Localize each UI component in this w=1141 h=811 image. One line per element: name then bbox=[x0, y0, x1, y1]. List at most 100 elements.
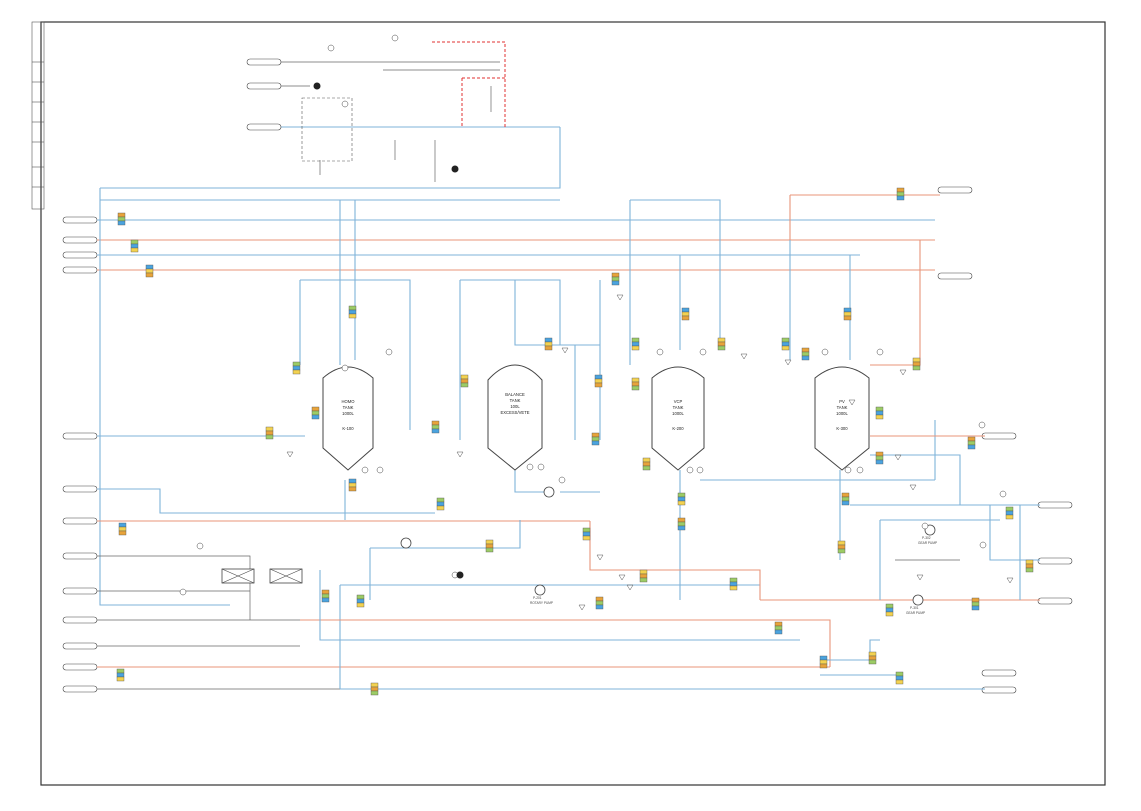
valve-block bbox=[116, 668, 125, 674]
valve-block bbox=[431, 424, 440, 430]
valve-block bbox=[896, 187, 905, 193]
vessel-type: TANK bbox=[510, 398, 521, 403]
valve-block bbox=[292, 361, 301, 367]
valve-block bbox=[717, 337, 726, 343]
instrument-balloon bbox=[179, 588, 187, 596]
instrument-balloon bbox=[526, 463, 534, 471]
vessel-balance-tank: BALANCE TANK 100L EXCESS/VETE bbox=[487, 364, 543, 471]
valve-block bbox=[431, 428, 440, 434]
valve-block bbox=[717, 345, 726, 351]
valve-block bbox=[631, 337, 640, 343]
valve-block bbox=[311, 414, 320, 420]
vessel-note: EXCESS/VETE bbox=[500, 410, 529, 415]
valve-block bbox=[292, 369, 301, 375]
vent-symbol bbox=[916, 574, 924, 581]
valve-block bbox=[837, 548, 846, 554]
vent-symbol bbox=[456, 451, 464, 458]
vessel-name: VCP bbox=[674, 399, 683, 404]
valve-block bbox=[781, 345, 790, 351]
valve-block bbox=[594, 374, 603, 380]
valve-block bbox=[631, 385, 640, 391]
valve-block bbox=[875, 459, 884, 465]
vessel-pv-tank: PV TANK 1000L K-300 bbox=[814, 366, 870, 471]
valve-block bbox=[118, 522, 127, 528]
valve-block bbox=[967, 444, 976, 450]
valve-block bbox=[370, 686, 379, 692]
valve-block bbox=[544, 345, 553, 351]
valve-block bbox=[116, 672, 125, 678]
pump-p301: P-301 GEAR PUMP bbox=[906, 594, 925, 615]
instrument-balloon bbox=[376, 466, 384, 474]
valve-block bbox=[843, 311, 852, 317]
valve-block bbox=[841, 500, 850, 506]
valve-block bbox=[145, 272, 154, 278]
vessel-name: HOMO bbox=[341, 399, 355, 404]
valve-block bbox=[348, 478, 357, 484]
valve-block bbox=[116, 676, 125, 682]
valve-block bbox=[631, 345, 640, 351]
instrument-balloon bbox=[999, 490, 1007, 498]
valve-block bbox=[356, 598, 365, 604]
valve-block bbox=[774, 621, 783, 627]
valve-block bbox=[348, 305, 357, 311]
valve-block bbox=[460, 374, 469, 380]
vessel-type: TANK bbox=[837, 405, 848, 410]
vessel-tag: K-300 bbox=[836, 426, 848, 431]
vessel-capacity: 1000L bbox=[672, 411, 684, 416]
valve-block bbox=[819, 655, 828, 661]
valve-block bbox=[868, 651, 877, 657]
valve-block bbox=[431, 420, 440, 426]
valve-block bbox=[885, 603, 894, 609]
valve-block bbox=[885, 607, 894, 613]
vessel-tag: K-200 bbox=[672, 426, 684, 431]
vent-symbol bbox=[909, 484, 917, 491]
pump-balance-outlet bbox=[543, 486, 555, 498]
instrument-balloon bbox=[921, 522, 929, 530]
valve-block bbox=[912, 365, 921, 371]
valve-block bbox=[631, 377, 640, 383]
valve-block bbox=[801, 351, 810, 357]
utility-panel bbox=[301, 97, 353, 162]
valve-block bbox=[311, 406, 320, 412]
valve-block bbox=[875, 455, 884, 461]
valve-block bbox=[819, 663, 828, 669]
valve-block bbox=[781, 337, 790, 343]
valve-instrument-clusters bbox=[116, 187, 1034, 696]
valve-block bbox=[591, 436, 600, 442]
instrument-balloon bbox=[341, 100, 349, 108]
instrument-balloon bbox=[979, 541, 987, 549]
valve-block bbox=[841, 492, 850, 498]
valve-block bbox=[837, 540, 846, 546]
valve-block bbox=[485, 547, 494, 553]
valve-block bbox=[370, 682, 379, 688]
valve-block bbox=[1025, 559, 1034, 565]
vessel-capacity: 100L bbox=[510, 404, 520, 409]
valve-block bbox=[130, 243, 139, 249]
valve-block bbox=[1025, 567, 1034, 573]
valve-block bbox=[896, 191, 905, 197]
valve-block bbox=[321, 593, 330, 599]
valve-block bbox=[595, 600, 604, 606]
valve-block bbox=[774, 625, 783, 631]
valve-block bbox=[436, 501, 445, 507]
valve-block bbox=[781, 341, 790, 347]
valve-block bbox=[837, 544, 846, 550]
vessel-name: PV bbox=[839, 399, 845, 404]
main-headers bbox=[97, 188, 985, 690]
valve-block bbox=[912, 361, 921, 367]
valve-block bbox=[677, 525, 686, 531]
valve-block bbox=[681, 315, 690, 321]
valve-block bbox=[971, 605, 980, 611]
valve-block bbox=[967, 440, 976, 446]
valve-block bbox=[611, 276, 620, 282]
valve-block bbox=[460, 378, 469, 384]
valve-block bbox=[1025, 563, 1034, 569]
valve-block bbox=[356, 594, 365, 600]
vessel-homo-tank: HOMO TANK 1000L K-100 bbox=[322, 366, 374, 471]
valve-block bbox=[841, 496, 850, 502]
instrument-balloon bbox=[391, 34, 399, 42]
vent-symbol bbox=[899, 369, 907, 376]
vessel-type: TANK bbox=[673, 405, 684, 410]
heat-exchanger-1 bbox=[221, 568, 255, 584]
